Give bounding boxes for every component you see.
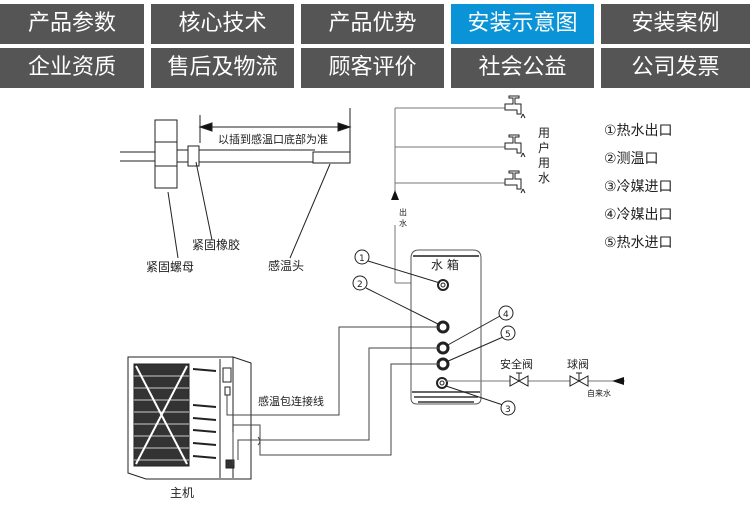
port-number: 4: [503, 310, 509, 320]
legend-refrigerant-outlet: ④冷媒出口: [604, 207, 673, 223]
legend-refrigerant-inlet: ③冷媒进口: [604, 179, 673, 195]
nav-tab-after-sales[interactable]: 售后及物流: [151, 48, 294, 88]
port-number: 2: [357, 280, 363, 290]
sensor-head: [312, 151, 351, 164]
rubber-label: 紧固橡胶: [192, 237, 240, 252]
port-number-circle: [352, 275, 368, 291]
port-2-leader: [365, 287, 441, 326]
faucet-icon: [504, 134, 526, 158]
rubber-leader: [195, 161, 213, 241]
nut-label: 紧固螺母: [146, 260, 194, 274]
legend-hot-water-inlet: ⑤热水进口: [604, 235, 673, 251]
ball-valve-label: 球阀: [567, 357, 589, 371]
user-water-char: 水: [538, 171, 550, 185]
refrigerant-pipes: [232, 347, 440, 465]
user-water-char: 用: [538, 156, 550, 170]
tap-water-label: 自来水: [587, 388, 611, 398]
port-4-leader: [445, 315, 501, 347]
installation-diagram: 以插到感温口底部为准 紧固橡胶 紧固螺母 感温头 用 户 用 水 出 水 水 箱…: [0, 90, 750, 517]
port-number: 3: [505, 405, 511, 415]
nut-leader: [167, 191, 179, 259]
nav-tab-product-advantages[interactable]: 产品优势: [301, 4, 444, 44]
user-water-char: 户: [538, 140, 550, 155]
sensor-wire: [226, 326, 440, 416]
nav-tab-qualifications[interactable]: 企业资质: [0, 48, 144, 88]
port-number-circle: [498, 305, 514, 321]
nav-tab-charity[interactable]: 社会公益: [451, 48, 594, 88]
port-number: 1: [359, 254, 365, 264]
user-water-char: 用: [538, 126, 550, 140]
port-number-circle: [500, 325, 516, 341]
sensor-head-label: 感温头: [268, 258, 304, 273]
legend-hot-water-outlet: ①热水出口: [604, 123, 673, 139]
port-5-leader: [445, 336, 504, 363]
port-3-leader: [445, 385, 504, 406]
main-unit-label: 主机: [170, 486, 194, 500]
faucet-icon: [504, 170, 526, 194]
port-number-circle: [500, 400, 516, 416]
main-unit: [127, 356, 252, 480]
port-1-leader: [367, 260, 441, 284]
fastening-nut: [154, 119, 178, 189]
nav-tab-invoice[interactable]: 公司发票: [601, 48, 750, 88]
faucet-icon: [504, 95, 526, 119]
port-refrigerant-inlet: [436, 377, 448, 389]
nav-tab-installation-diagram[interactable]: 安装示意图: [451, 4, 594, 44]
fastening-rubber: [187, 145, 200, 167]
cold-water-inlet-pipe: [446, 377, 625, 385]
port-hot-water-outlet: [437, 279, 449, 291]
sensor-head-leader: [289, 163, 331, 259]
dimension-arrow: [198, 108, 352, 152]
sensor-pipe: [120, 149, 316, 163]
nav-tab-product-params[interactable]: 产品参数: [0, 4, 144, 44]
port-number: 5: [505, 330, 511, 340]
nav-tab-installation-cases[interactable]: 安装案例: [601, 4, 750, 44]
diagram-svg: 以插到感温口底部为准 紧固橡胶 紧固螺母 感温头 用 户 用 水 出 水 水 箱…: [120, 95, 625, 500]
dimension-label: 以插到感温口底部为准: [218, 132, 328, 146]
outlet-char: 水: [399, 218, 407, 228]
nav-tab-reviews[interactable]: 顾客评价: [301, 48, 444, 88]
tank-label: 水 箱: [431, 257, 459, 272]
sensor-wire-label: 感温包连接线: [258, 394, 324, 408]
legend-temp-sensor-port: ②测温口: [604, 151, 659, 167]
safety-valve-label: 安全阀: [500, 357, 533, 371]
ball-valve-icon: [569, 372, 589, 387]
port-number-circle: [354, 249, 370, 265]
outlet-char: 出: [399, 207, 407, 217]
nav-tab-core-tech[interactable]: 核心技术: [151, 4, 294, 44]
nav-menu: 产品参数 核心技术 产品优势 安装示意图 安装案例 企业资质 售后及物流 顾客评…: [0, 0, 750, 90]
safety-valve-icon: [509, 372, 529, 387]
